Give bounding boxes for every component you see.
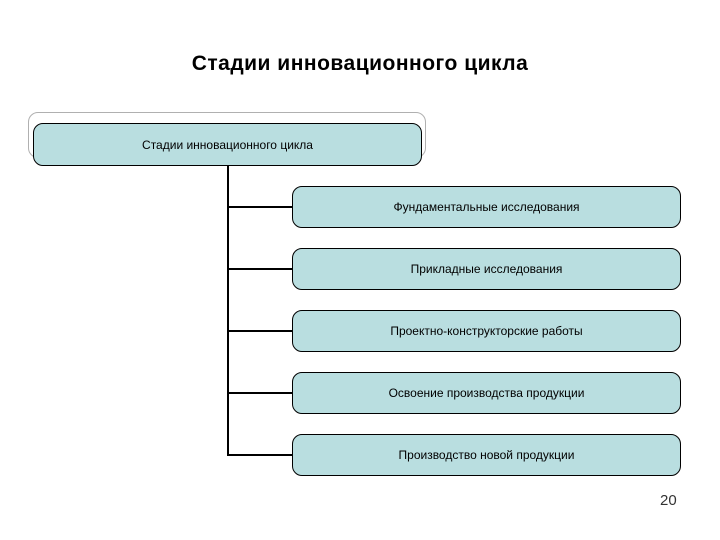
connector-branch [227,206,292,208]
root-node: Стадии инновационного цикла [33,123,422,166]
connector-branch [227,454,292,456]
stage-node-label: Проектно-конструкторские работы [390,324,583,338]
stage-node-production-mastering: Освоение производства продукции [292,372,681,414]
connector-branch [227,330,292,332]
stage-node-label: Освоение производства продукции [388,386,585,400]
stage-node-label: Фундаментальные исследования [393,200,580,214]
connector-trunk [227,166,229,456]
page-number: 20 [660,492,677,509]
stage-node-new-product-production: Производство новой продукции [292,434,681,476]
stage-node-design-engineering-work: Проектно-конструкторские работы [292,310,681,352]
page-title: Стадии инновационного цикла [191,52,529,75]
stage-node-label: Производство новой продукции [398,448,575,462]
stage-node-fundamental-research: Фундаментальные исследования [292,186,681,228]
connector-branch [227,392,292,394]
stage-node-applied-research: Прикладные исследования [292,248,681,290]
stage-node-label: Прикладные исследования [410,262,563,276]
connector-branch [227,268,292,270]
root-node-label: Стадии инновационного цикла [142,137,313,152]
